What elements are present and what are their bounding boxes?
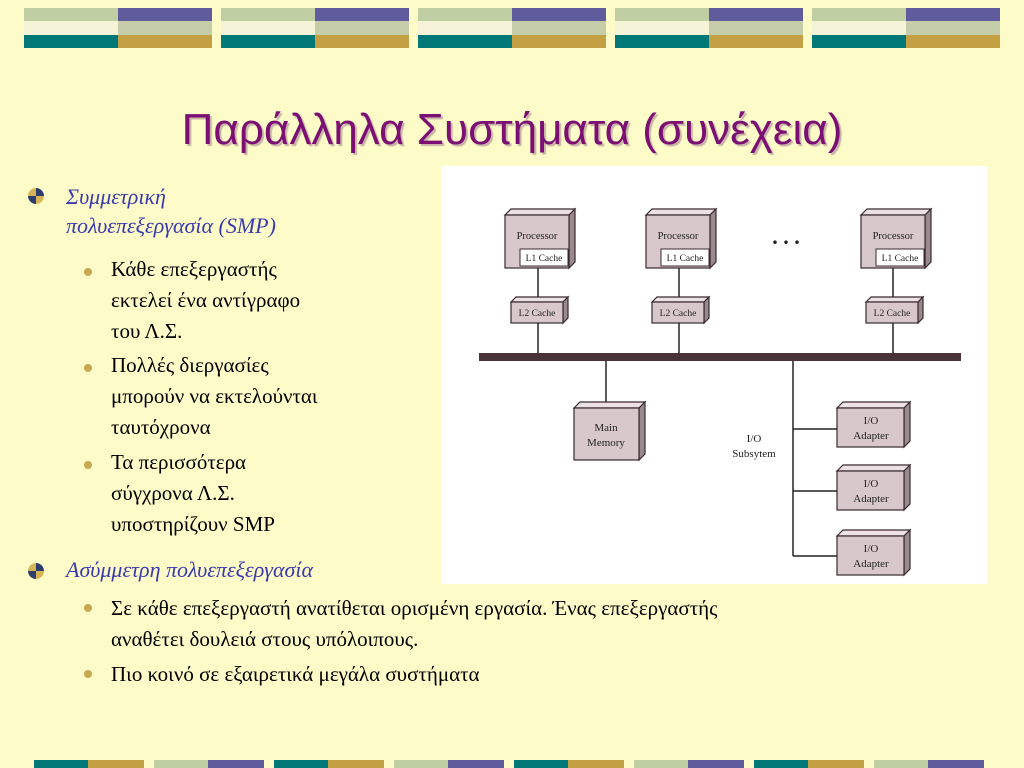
section-heading-asymmetric: Ασύμμετρη πολυεπεξεργασία bbox=[66, 555, 313, 584]
list-item: Πιο κοινό σε εξαιρετικά μεγάλα συστήματα bbox=[111, 659, 480, 690]
processor-label: Processor bbox=[658, 231, 699, 242]
bullet-dot-icon bbox=[84, 461, 92, 469]
adapter-label: I/O bbox=[864, 478, 879, 490]
l2-cache-label: L2 Cache bbox=[660, 309, 697, 319]
l2-cache-3: L2 Cache bbox=[864, 295, 925, 325]
item-line: Σε κάθε επεξεργαστή ανατίθεται ορισμένη … bbox=[111, 596, 718, 620]
slide-title: Παράλληλα Συστήματα (συνέχεια) bbox=[181, 105, 843, 154]
l1-cache-label: L1 Cache bbox=[526, 254, 563, 264]
item-line: Πιο κοινό σε εξαιρετικά μεγάλα συστήματα bbox=[111, 662, 480, 686]
bullet-dot-icon bbox=[84, 604, 92, 612]
item-line: υποστηρίζουν SMP bbox=[111, 512, 275, 536]
adapter-label: I/O bbox=[864, 415, 879, 427]
bullet-dot-icon bbox=[84, 670, 92, 678]
l2-cache-2: L2 Cache bbox=[650, 295, 711, 325]
banner-tile bbox=[221, 8, 409, 48]
l2-cache-label: L2 Cache bbox=[519, 309, 556, 319]
item-line: εκτελεί ένα αντίγραφο bbox=[111, 288, 301, 312]
item-line: Τα περισσότερα bbox=[111, 450, 247, 474]
banner-tile bbox=[615, 8, 803, 48]
banner-tile bbox=[24, 8, 212, 48]
l1-cache-label: L1 Cache bbox=[882, 254, 919, 264]
adapter-label: Adapter bbox=[853, 558, 889, 570]
processor-label: Processor bbox=[873, 231, 914, 242]
list-item: Κάθε επεξεργαστής εκτελεί ένα αντίγραφο … bbox=[111, 254, 300, 347]
adapter-label: I/O bbox=[864, 543, 879, 555]
processor-2: Processor L1 Cache bbox=[644, 207, 718, 270]
heading-line: Ασύμμετρη πολυεπεξεργασία bbox=[66, 557, 313, 582]
list-item: Σε κάθε επεξεργαστή ανατίθεται ορισμένη … bbox=[111, 593, 717, 655]
connector-lines bbox=[537, 268, 894, 557]
system-bus bbox=[479, 353, 961, 361]
bullet-ball-icon bbox=[28, 563, 44, 579]
item-line: Κάθε επεξεργαστής bbox=[111, 257, 277, 281]
io-adapter-1: I/O Adapter bbox=[835, 400, 912, 449]
io-subsystem-label: I/O bbox=[747, 433, 762, 445]
item-line: ταυτόχρονα bbox=[111, 415, 211, 439]
section-heading-smp: Συμμετρική πολυεπεξεργασία (SMP) bbox=[66, 182, 276, 240]
bullet-dot-icon bbox=[84, 268, 92, 276]
processor-1: Processor L1 Cache bbox=[503, 207, 577, 270]
heading-line: πολυεπεξεργασία (SMP) bbox=[66, 213, 276, 238]
heading-line: Συμμετρική bbox=[66, 184, 166, 209]
adapter-label: Adapter bbox=[853, 430, 889, 442]
diagram-svg: Processor L1 Cache Processor L1 Cache Pr… bbox=[479, 207, 961, 577]
main-memory: Main Memory bbox=[572, 400, 647, 462]
adapter-label: Adapter bbox=[853, 493, 889, 505]
item-line: σύγχρονα Λ.Σ. bbox=[111, 481, 235, 505]
bullet-dot-icon bbox=[84, 364, 92, 372]
item-line: Πολλές διεργασίες bbox=[111, 353, 269, 377]
banner-tile bbox=[812, 8, 1000, 48]
memory-label: Main bbox=[594, 422, 618, 434]
item-line: του Λ.Σ. bbox=[111, 319, 183, 343]
l1-cache-label: L1 Cache bbox=[667, 254, 704, 264]
io-adapter-3: I/O Adapter bbox=[835, 528, 912, 577]
smp-architecture-diagram: Processor L1 Cache Processor L1 Cache Pr… bbox=[441, 166, 987, 584]
io-adapter-2: I/O Adapter bbox=[835, 463, 912, 512]
top-banner bbox=[24, 8, 1000, 48]
bullet-ball-icon bbox=[28, 188, 44, 204]
l2-cache-1: L2 Cache bbox=[509, 295, 570, 325]
processor-label: Processor bbox=[517, 231, 558, 242]
memory-label: Memory bbox=[587, 437, 625, 449]
list-item: Τα περισσότερα σύγχρονα Λ.Σ. υποστηρίζου… bbox=[111, 447, 275, 540]
bottom-banner bbox=[0, 760, 1024, 768]
l2-cache-label: L2 Cache bbox=[874, 309, 911, 319]
item-line: μπορούν να εκτελούνται bbox=[111, 384, 318, 408]
item-line: αναθέτει δουλειά στους υπόλοιπους. bbox=[111, 627, 419, 651]
list-item: Πολλές διεργασίες μπορούν να εκτελούνται… bbox=[111, 350, 318, 443]
banner-tile bbox=[418, 8, 606, 48]
io-subsystem-label: Subsytem bbox=[732, 448, 776, 460]
processor-3: Processor L1 Cache bbox=[859, 207, 933, 270]
ellipsis: . . . bbox=[772, 224, 800, 249]
